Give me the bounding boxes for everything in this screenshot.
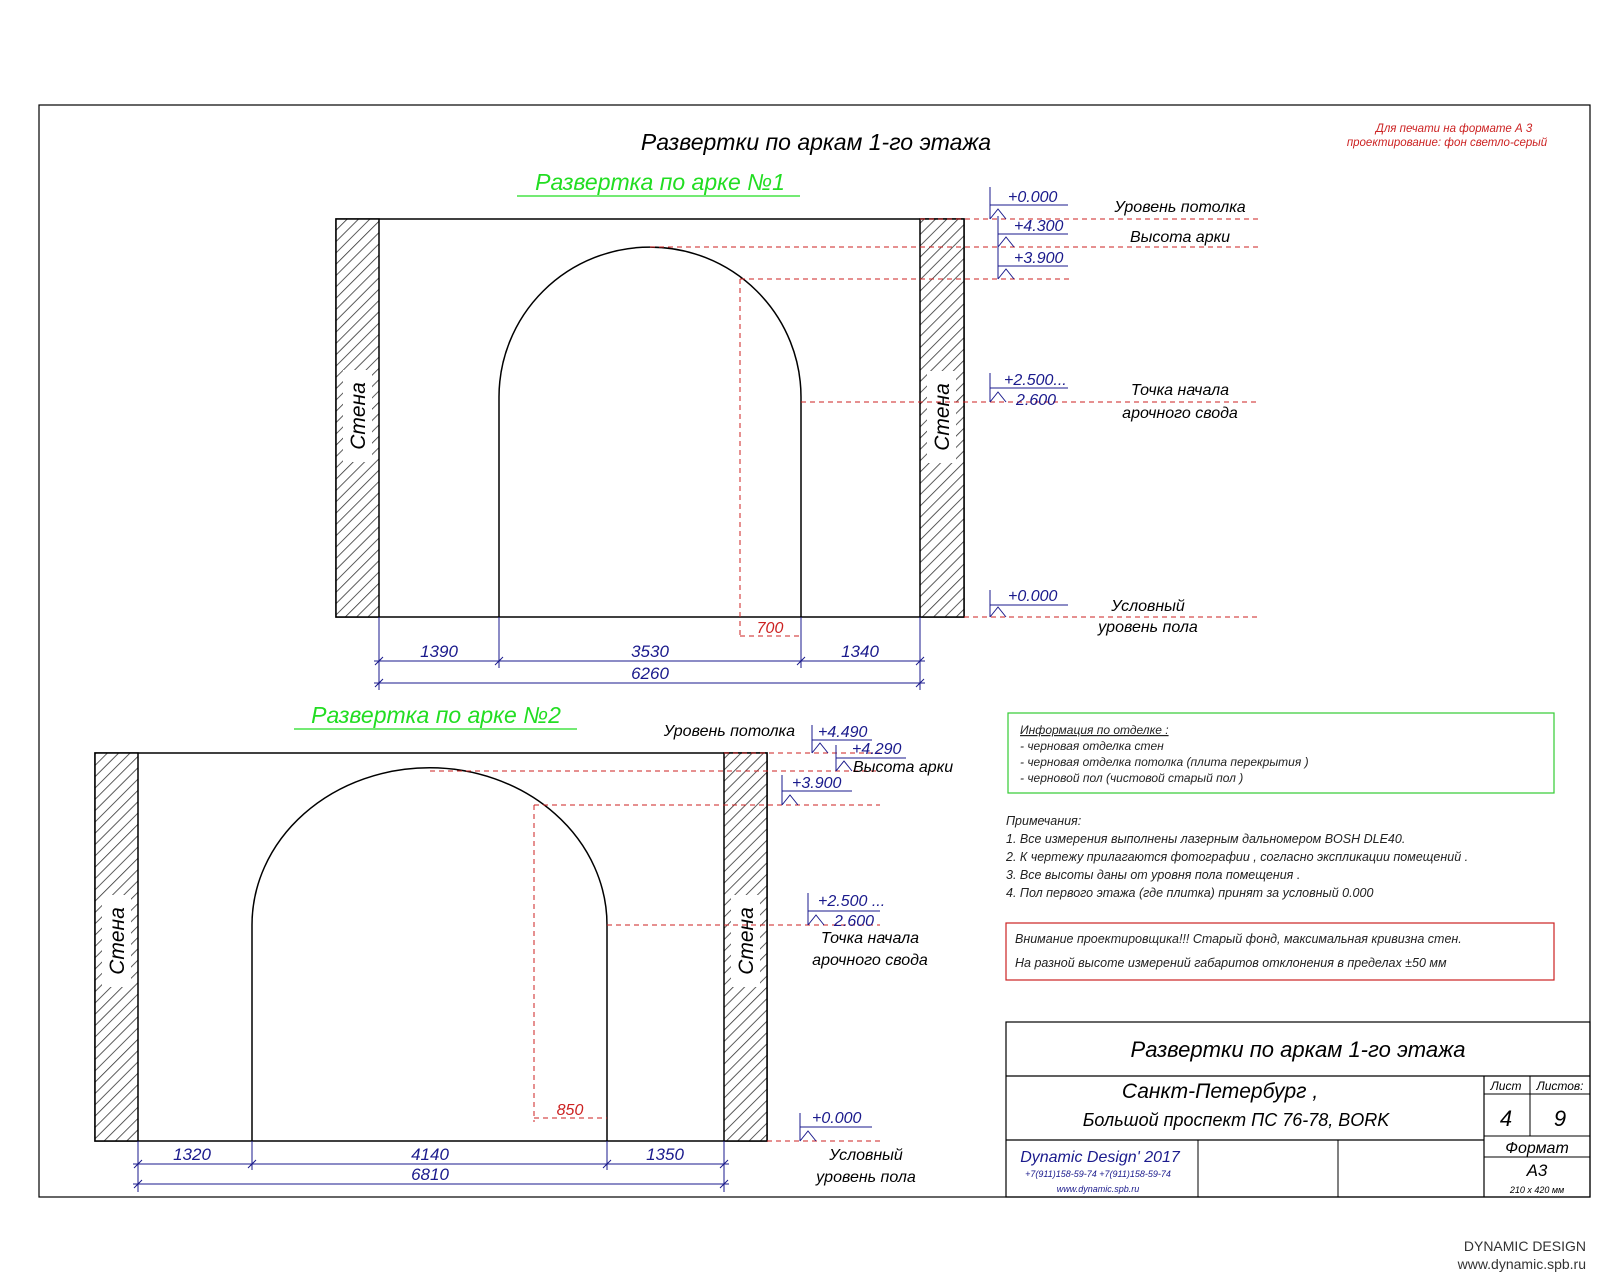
arch2-level-spring-a: +2.500 ... xyxy=(818,893,885,910)
arch2-label-spring-2: арочного свода xyxy=(812,952,928,969)
arch1-label-floor-1: Условный xyxy=(1110,598,1185,615)
title-block: Развертки по аркам 1-го этажа Санкт-Пете… xyxy=(1005,1021,1591,1198)
finish-info-title: Информация по отделке : xyxy=(1020,723,1169,737)
arch2-level-floor: +0.000 xyxy=(812,1110,861,1127)
finish-info-item: - черновая отделка потолка (плита перекр… xyxy=(1020,755,1309,769)
arch2-label-ceiling: Уровень потолка xyxy=(663,723,795,740)
notes-item: 4. Пол первого этажа (где плитка) принят… xyxy=(1006,886,1373,900)
title-block-phones: +7(911)158-59-74 +7(911)158-59-74 xyxy=(1025,1169,1171,1179)
arch2-opening xyxy=(251,767,608,1141)
arch2-drawing: Развертка по арке №2 Стена Стена 850 xyxy=(94,702,953,1192)
arch2-offset-dim: 850 xyxy=(557,1102,584,1119)
arch1-dim-left: 1390 xyxy=(420,642,458,661)
arch2-level-arch-low: +3.900 xyxy=(792,775,841,792)
arch1-title: Развертка по арке №1 xyxy=(535,169,785,195)
arch1-level-arch-top: +3.900 xyxy=(1014,250,1063,267)
notes-item: 1. Все измерения выполнены лазерным даль… xyxy=(1006,832,1405,846)
arch2-dim-right: 1350 xyxy=(646,1145,684,1164)
title-block-format-label: Формат xyxy=(1505,1140,1569,1157)
title-block-format-value: А3 xyxy=(1526,1161,1548,1180)
notes-block: Примечания: 1. Все измерения выполнены л… xyxy=(1005,814,1468,900)
arch2-left-wall-label: Стена xyxy=(106,907,129,975)
title-block-sheet-label: Лист xyxy=(1490,1079,1522,1093)
arch1-dim-total: 6260 xyxy=(631,664,669,683)
arch1-level-spring-a: +2.500... xyxy=(1004,372,1067,389)
notes-title: Примечания: xyxy=(1006,814,1081,828)
warning-line1: Внимание проектировщика!!! Старый фонд, … xyxy=(1015,932,1462,946)
finish-info-item: - черновая отделка стен xyxy=(1020,739,1164,753)
arch2-level-spring-b: 2.600 xyxy=(833,913,874,930)
arch2-label-spring-1: Точка начала xyxy=(821,930,919,947)
finish-info-box: Информация по отделке : - черновая отдел… xyxy=(1007,712,1555,794)
arch1-label-ceiling: Уровень потолка xyxy=(1113,199,1245,216)
arch1-level-top: +0.000 xyxy=(1008,189,1057,206)
print-note-line2: проектирование: фон светло-серый xyxy=(1347,137,1548,149)
arch1-level-ceiling: +4.300 xyxy=(1014,218,1063,235)
title-block-site: www.dynamic.spb.ru xyxy=(1057,1184,1140,1194)
title-block-company: Dynamic Design' 2017 xyxy=(1020,1149,1181,1166)
arch1-level-spring-b: 2.600 xyxy=(1015,392,1056,409)
arch2-level-arch-top: +4.290 xyxy=(852,741,901,758)
arch2-right-wall-label: Стена xyxy=(735,907,758,975)
arch1-left-wall-label: Стена xyxy=(347,382,370,450)
warning-box: Внимание проектировщика!!! Старый фонд, … xyxy=(1005,922,1555,981)
sheet-title: Развертки по аркам 1-го этажа xyxy=(641,129,991,155)
title-block-format-size: 210 х 420 мм xyxy=(1509,1185,1564,1195)
arch1-drawing: Развертка по арке №1 Стена Стена 700 xyxy=(335,169,1258,690)
arch2-level-ceiling: +4.490 xyxy=(818,724,867,741)
arch1-dim-mid: 3530 xyxy=(631,642,669,661)
arch1-label-arch-height: Высота арки xyxy=(1130,229,1230,246)
arch2-label-arch-height: Высота арки xyxy=(853,759,953,776)
warning-line2: На разной высоте измерений габаритов отк… xyxy=(1015,956,1447,970)
arch2-label-floor-1: Условный xyxy=(828,1147,903,1164)
title-block-sheet-no: 4 xyxy=(1500,1106,1512,1131)
arch1-offset-dim: 700 xyxy=(757,620,784,637)
arch1-frame xyxy=(335,218,965,618)
notes-item: 2. К чертежу прилагаются фотографии , со… xyxy=(1005,850,1468,864)
print-note-line1: Для печати на формате А 3 xyxy=(1374,123,1533,135)
arch2-dim-left: 1320 xyxy=(173,1145,211,1164)
title-block-address: Большой проспект ПС 76-78, BORK xyxy=(1083,1110,1391,1130)
finish-info-item: - черновой пол (чистовой старый пол ) xyxy=(1020,771,1243,785)
arch2-dim-total: 6810 xyxy=(411,1165,449,1184)
arch1-label-spring-1: Точка начала xyxy=(1131,382,1229,399)
title-block-sheets-total: 9 xyxy=(1554,1106,1566,1131)
arch1-dim-right: 1340 xyxy=(841,642,879,661)
watermark-brand: DYNAMIC DESIGN xyxy=(1463,1238,1586,1254)
title-block-sheets-label: Листов: xyxy=(1535,1079,1583,1093)
title-block-title: Развертки по аркам 1-го этажа xyxy=(1131,1037,1466,1062)
title-block-city: Санкт-Петербург , xyxy=(1122,1080,1318,1103)
arch1-right-wall-label: Стена xyxy=(931,383,954,451)
arch1-level-floor: +0.000 xyxy=(1008,588,1057,605)
arch1-label-spring-2: арочного свода xyxy=(1122,405,1238,422)
notes-item: 3. Все высоты даны от уровня пола помеще… xyxy=(1006,868,1300,882)
watermark-site: www.dynamic.spb.ru xyxy=(1457,1256,1586,1272)
arch1-label-floor-2: уровень пола xyxy=(1097,619,1198,636)
sheet-frame xyxy=(38,104,1591,1198)
arch2-title: Развертка по арке №2 xyxy=(311,702,561,728)
arch2-frame xyxy=(94,752,768,1142)
arch2-label-floor-2: уровень пола xyxy=(815,1169,916,1186)
arch2-dim-mid: 4140 xyxy=(411,1145,449,1164)
